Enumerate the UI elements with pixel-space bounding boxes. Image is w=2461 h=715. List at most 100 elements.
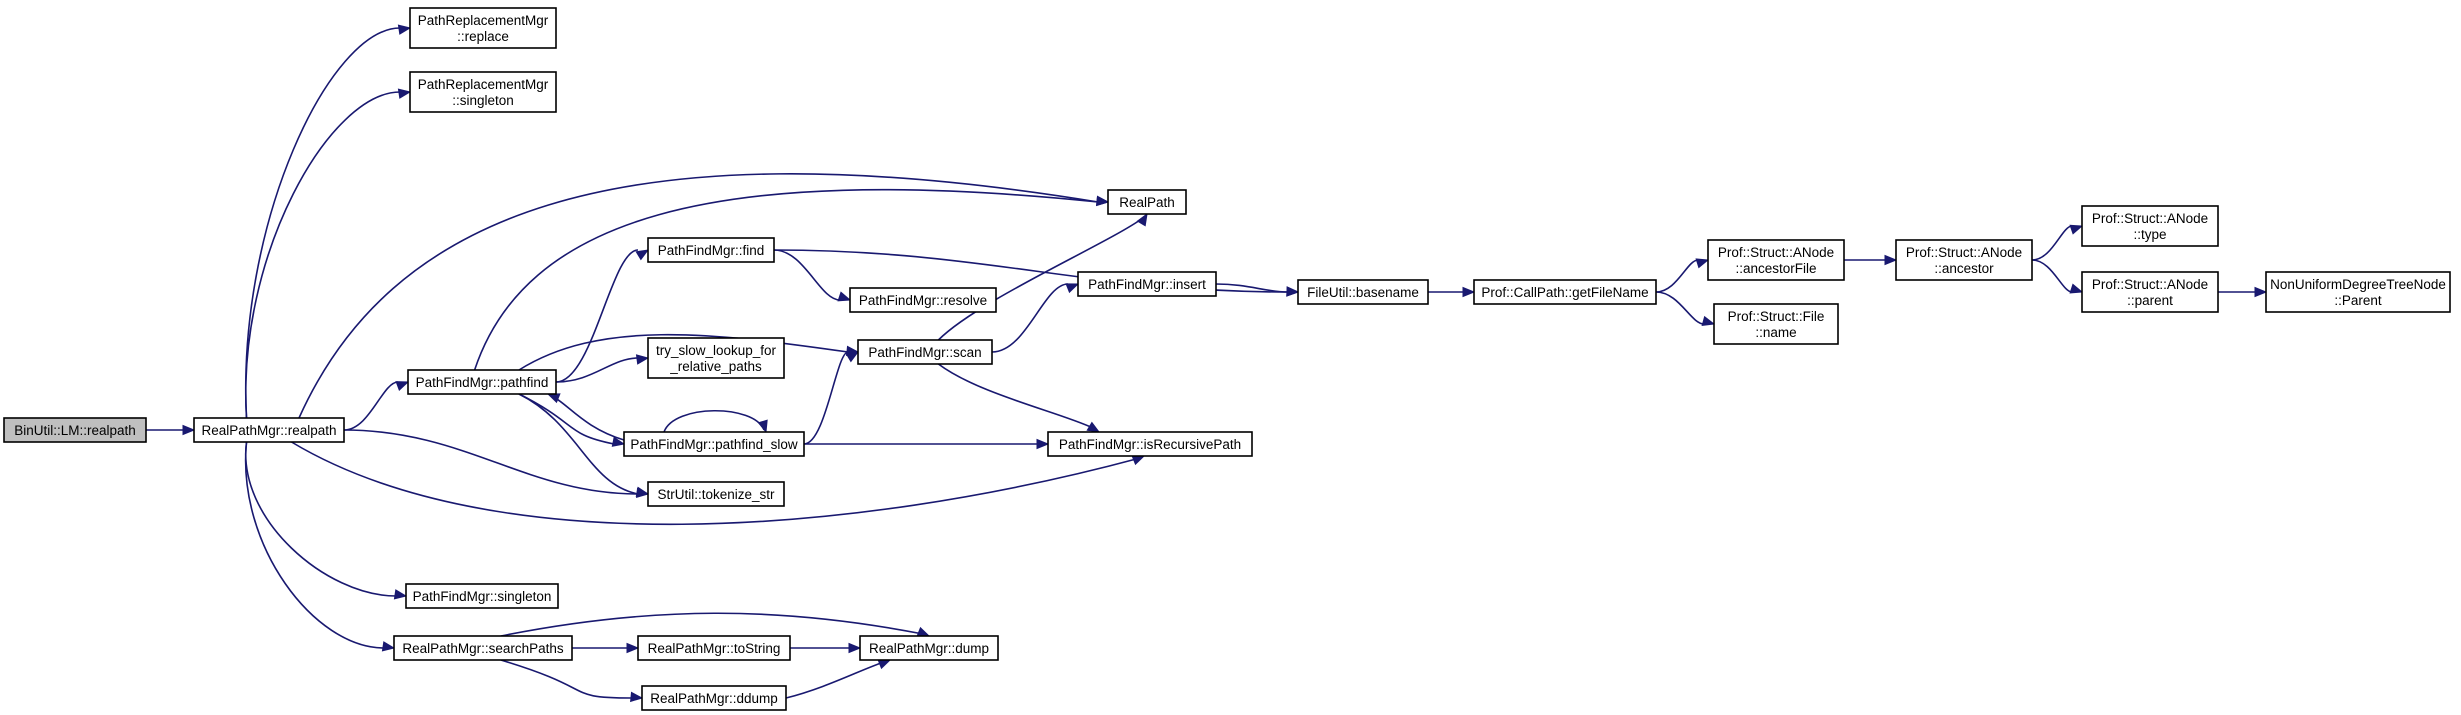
arrow-head — [1884, 254, 1898, 266]
node-rpm-searchpaths[interactable]: RealPathMgr::searchPaths — [393, 635, 573, 661]
node-anode-type[interactable]: Prof::Struct::ANode::type — [2081, 205, 2219, 247]
node-label: PathFindMgr::pathfind — [416, 375, 549, 390]
edge-line — [803, 351, 849, 445]
arrow-head — [848, 642, 862, 654]
node-prm-singleton[interactable]: PathReplacementMgr::singleton — [409, 71, 557, 113]
edge-pfm_pathfind_slow-to-pfm_isrecursive — [804, 438, 1050, 450]
edge-line — [2031, 259, 2073, 293]
node-fileutil-basename[interactable]: FileUtil::basename — [1297, 279, 1429, 305]
node-pfm-isrecursive[interactable]: PathFindMgr::isRecursivePath — [1047, 431, 1253, 457]
edge-rpm_tostring-to-rpm_dump — [790, 642, 862, 654]
edge-line — [1655, 291, 1705, 325]
node-label: Prof::Struct::ANode — [1906, 245, 2022, 260]
edge-line — [244, 441, 397, 597]
edge-pfm_insert-to-fileutil_basename — [1215, 283, 1300, 297]
node-box — [193, 417, 345, 443]
edge-callpath_getfilename-to-file_name — [1655, 291, 1716, 326]
edge-line — [555, 249, 639, 383]
arrow-head — [2069, 283, 2084, 294]
node-box — [409, 7, 557, 49]
node-rpm-ddump[interactable]: RealPathMgr::ddump — [641, 685, 787, 711]
edge-rpm_realpath-to-rpm_searchpaths — [244, 441, 396, 652]
node-try-slow[interactable]: try_slow_lookup_for_relative_paths — [647, 337, 785, 379]
node-file-name[interactable]: Prof::Struct::File::name — [1713, 303, 1839, 345]
node-pfm-pathfind[interactable]: PathFindMgr::pathfind — [407, 369, 557, 395]
node-pfm-pathfind-slow[interactable]: PathFindMgr::pathfind_slow — [623, 431, 805, 457]
edge-pfm_find-to-pfm_resolve — [773, 249, 852, 302]
node-label: FileUtil::basename — [1307, 285, 1419, 300]
arrow-head — [837, 291, 852, 302]
arrow-head — [397, 24, 412, 35]
edge-rpm_realpath-to-prm_replace — [244, 24, 412, 419]
arrow-head — [1286, 286, 1300, 297]
node-rpm-tostring[interactable]: RealPathMgr::toString — [637, 635, 791, 661]
arrow-head — [1462, 286, 1476, 298]
node-label: _relative_paths — [669, 359, 762, 374]
arrow-head — [757, 419, 768, 434]
node-box — [2265, 271, 2451, 313]
node-label: BinUtil::LM::realpath — [14, 423, 136, 438]
node-callpath-getfilename[interactable]: Prof::CallPath::getFileName — [1473, 279, 1657, 305]
edge-line — [244, 441, 385, 649]
node-label: Prof::CallPath::getFileName — [1481, 285, 1648, 300]
node-box — [2081, 205, 2219, 247]
node-layer: BinUtil::LM::realpath RealPathMgr::realpa… — [3, 7, 2451, 711]
node-prm-replace[interactable]: PathReplacementMgr::replace — [409, 7, 557, 49]
node-pfm-scan[interactable]: PathFindMgr::scan — [857, 339, 993, 365]
node-rpm-dump[interactable]: RealPathMgr::dump — [859, 635, 999, 661]
edge-line — [244, 91, 401, 419]
edge-line — [937, 217, 1144, 341]
node-realpath[interactable]: RealPath — [1107, 189, 1187, 215]
node-label: RealPathMgr::toString — [648, 641, 781, 656]
edge-fileutil_basename-to-callpath_getfilename — [1428, 286, 1476, 298]
node-box — [637, 635, 791, 661]
edge-pfm_pathfind_slow-to-pfm_pathfind_slow — [663, 409, 768, 434]
node-anode-ancestor[interactable]: Prof::Struct::ANode::ancestor — [1895, 239, 2033, 281]
edge-pfm_pathfind_slow-to-pfm_scan — [803, 351, 860, 445]
arrow-head — [2069, 224, 2084, 235]
node-label: ::ancestorFile — [1735, 261, 1816, 276]
edge-pfm_pathfind-to-pfm_find — [555, 249, 650, 383]
edge-rpm_realpath-to-prm_singleton — [244, 88, 412, 419]
node-label: ::name — [1755, 325, 1796, 340]
arrow-head — [635, 249, 650, 261]
edge-line — [2031, 225, 2073, 261]
node-nudtn-parent[interactable]: NonUniformDegreeTreeNode::Parent — [2265, 271, 2451, 313]
arrow-head — [635, 486, 650, 497]
edge-line — [773, 249, 841, 301]
node-box — [849, 287, 997, 313]
arrow-head — [395, 381, 410, 391]
edge-line — [500, 612, 924, 637]
edge-rpm_searchpaths-to-rpm_dump — [500, 612, 931, 637]
edge-pfm_pathfind-to-strutil_tokenize — [518, 393, 650, 497]
node-anode-parent[interactable]: Prof::Struct::ANode::parent — [2081, 271, 2219, 313]
node-rpm-realpath[interactable]: RealPathMgr::realpath — [193, 417, 345, 443]
node-strutil-tokenize[interactable]: StrUtil::tokenize_str — [647, 481, 785, 507]
node-box — [647, 337, 785, 379]
arrow-head — [611, 436, 626, 447]
node-pfm-resolve[interactable]: PathFindMgr::resolve — [849, 287, 997, 313]
node-box — [1713, 303, 1839, 345]
arrow-head — [916, 626, 931, 637]
edge-rpm_realpath-to-strutil_tokenize — [343, 429, 650, 499]
node-label: PathReplacementMgr — [418, 13, 549, 28]
node-box — [1297, 279, 1429, 305]
edge-pfm_pathfind-to-pfm_pathfind_slow — [518, 393, 626, 447]
edge-rpm_realpath-to-pfm_isrecursive — [291, 441, 1146, 526]
node-pfm-insert[interactable]: PathFindMgr::insert — [1077, 271, 1217, 297]
arrow-head — [1695, 258, 1710, 269]
node-label: RealPathMgr::searchPaths — [402, 641, 564, 656]
arrow-head — [877, 659, 892, 670]
node-pfm-singleton[interactable]: PathFindMgr::singleton — [405, 583, 559, 609]
node-label: Prof::Struct::ANode — [2092, 277, 2208, 292]
edge-line — [343, 429, 639, 495]
arrow-head — [1086, 421, 1101, 433]
node-box — [1895, 239, 2033, 281]
node-lm-realpath[interactable]: BinUtil::LM::realpath — [3, 417, 147, 443]
node-pfm-find[interactable]: PathFindMgr::find — [647, 237, 775, 263]
node-anode-ancestorfile[interactable]: Prof::Struct::ANode::ancestorFile — [1707, 239, 1845, 281]
edge-line — [937, 363, 1094, 429]
edge-pfm_pathfind-to-realpath — [473, 188, 1110, 371]
arrow-head — [1131, 455, 1146, 466]
arrow-head — [397, 88, 412, 99]
